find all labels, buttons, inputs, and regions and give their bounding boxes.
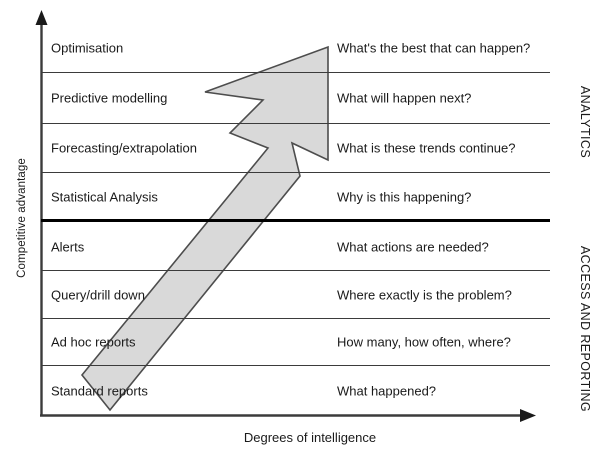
row-question: What actions are needed? — [337, 239, 489, 254]
row-label: Alerts — [51, 239, 85, 254]
row-divider — [41, 172, 550, 173]
row-standard-reports: Standard reports What happened? — [41, 366, 550, 415]
row-alerts: Alerts What actions are needed? — [41, 223, 550, 270]
row-question: Why is this happening? — [337, 189, 472, 204]
row-question: What happened? — [337, 383, 437, 398]
row-divider — [41, 123, 550, 124]
row-question: What's the best that can happen? — [337, 40, 531, 55]
row-label: Query/drill down — [51, 287, 145, 302]
row-divider — [41, 270, 550, 271]
row-predictive-modelling: Predictive modelling What will happen ne… — [41, 73, 550, 123]
band-caption-access-and-reporting: ACCESS AND REPORTING — [578, 245, 592, 413]
row-ad-hoc-reports: Ad hoc reports How many, how often, wher… — [41, 319, 550, 365]
row-label: Forecasting/extrapolation — [51, 140, 197, 156]
row-question: How many, how often, where? — [337, 334, 511, 350]
row-question: Where exactly is the problem? — [337, 287, 512, 302]
row-label: Predictive modelling — [51, 90, 168, 106]
x-axis-title: Degrees of intelligence — [243, 430, 377, 445]
band-caption-analytics: ANALYTICS — [578, 85, 592, 159]
row-question: What is these trends continue? — [337, 140, 516, 156]
row-forecasting-extrapolation: Forecasting/extrapolation What is these … — [41, 124, 550, 172]
y-axis-title: Competitive advantage — [16, 158, 28, 278]
row-divider — [41, 72, 550, 73]
row-divider — [41, 318, 550, 319]
row-label: Optimisation — [51, 40, 124, 55]
band-separator — [41, 219, 550, 222]
row-label: Statistical Analysis — [51, 189, 158, 204]
row-label: Ad hoc reports — [51, 334, 136, 350]
row-question: What will happen next? — [337, 90, 472, 106]
row-statistical-analysis: Statistical Analysis Why is this happeni… — [41, 173, 550, 220]
row-label: Standard reports — [51, 383, 148, 398]
row-divider — [41, 365, 550, 366]
row-optimisation: Optimisation What's the best that can ha… — [41, 23, 550, 72]
row-query-drill-down: Query/drill down Where exactly is the pr… — [41, 271, 550, 318]
